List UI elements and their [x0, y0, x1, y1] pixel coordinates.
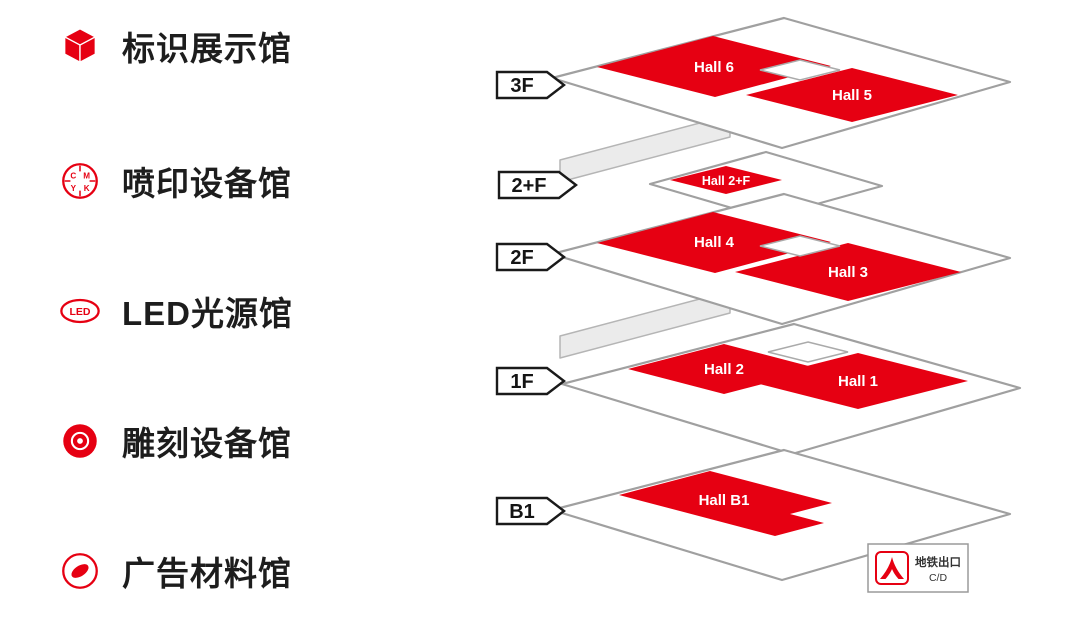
hall-3	[735, 243, 961, 301]
floor-tag-2plusf: 2+F	[497, 170, 578, 200]
escalator-void-1f	[767, 341, 849, 363]
floor-2f: Hall 4 Hall 3	[550, 192, 1012, 359]
hall-4-label: Hall 4	[694, 234, 735, 251]
svg-text:Y: Y	[71, 184, 77, 193]
hall-1-label: Hall 1	[838, 373, 878, 390]
target-icon	[63, 424, 97, 458]
svg-text:LED: LED	[69, 306, 90, 318]
escalator-void-3f	[759, 59, 841, 81]
floor-tag-b1: B1	[495, 496, 566, 526]
hall-1	[748, 353, 968, 409]
hall-2-label: Hall 2	[704, 361, 744, 378]
legend-item-label: 标识展示馆	[122, 30, 292, 67]
legend-item-label: LED光源馆	[122, 295, 293, 332]
hall-3-label: Hall 3	[828, 264, 868, 281]
legend-item-label: 广告材料馆	[122, 555, 292, 592]
hall-b1	[619, 471, 832, 536]
hall-5	[746, 68, 958, 122]
hall-2plusf	[670, 166, 782, 194]
led-icon: LED	[60, 298, 100, 324]
capsule-icon	[62, 553, 98, 589]
metro-exit-box: 地铁出口 C/D	[867, 543, 969, 593]
cube-icon	[64, 28, 96, 63]
legend-item-label: 喷印设备馆	[122, 165, 292, 202]
legend: 标识展示馆 C M Y K 喷印设备馆 LED LED光源馆	[58, 0, 458, 618]
hall-6	[597, 36, 831, 97]
floor-plate-2f	[550, 192, 1012, 326]
metro-exit-label: 地铁出口	[915, 555, 961, 569]
metro-exit-sublabel: C/D	[929, 572, 948, 584]
svg-text:K: K	[84, 184, 90, 193]
escalator-void-2f	[759, 235, 841, 257]
hall-b1-label: Hall B1	[699, 492, 750, 509]
floor-tag-2plusf-label: 2+F	[511, 175, 546, 197]
svg-text:C: C	[70, 172, 76, 181]
floor-tag-2f: 2F	[495, 242, 566, 272]
floor-b1: Hall B1 地铁出口 C/D	[550, 448, 1012, 593]
hall-2plusf-label: Hall 2+F	[702, 174, 751, 188]
cmyk-icon: C M Y K	[62, 163, 98, 199]
floor-plate-3f	[550, 16, 1012, 150]
hall-4	[597, 212, 831, 273]
floor-tag-1f: 1F	[495, 366, 566, 396]
legend-item-engraving: 雕刻设备馆	[58, 418, 292, 464]
floor-3f: Hall 6 Hall 5	[550, 16, 1012, 183]
legend-item-signage: 标识展示馆	[58, 23, 292, 69]
floor-tags: 3F 2+F 2F 1F B1	[495, 70, 578, 526]
legend-item-inkjet: C M Y K 喷印设备馆	[58, 158, 292, 204]
floor-1f: Hall 2 Hall 1	[560, 322, 1022, 456]
floor-tag-3f-label: 3F	[510, 75, 533, 97]
floor-tag-2f-label: 2F	[510, 247, 533, 269]
floor-2plusf: Hall 2+F	[648, 150, 884, 220]
hall-5-label: Hall 5	[832, 87, 872, 104]
legend-item-materials: 广告材料馆	[58, 548, 292, 594]
legend-item-label: 雕刻设备馆	[122, 425, 292, 462]
svg-text:M: M	[83, 172, 90, 181]
floor-tag-3f: 3F	[495, 70, 566, 100]
metro-logo-icon	[875, 551, 909, 585]
walkway-2f	[559, 290, 731, 359]
hall-6-label: Hall 6	[694, 59, 734, 76]
legend-item-led: LED LED光源馆	[58, 288, 293, 334]
floor-tag-b1-label: B1	[509, 501, 535, 523]
floor-tag-1f-label: 1F	[510, 371, 533, 393]
floor-plate-2plusf	[648, 150, 884, 220]
